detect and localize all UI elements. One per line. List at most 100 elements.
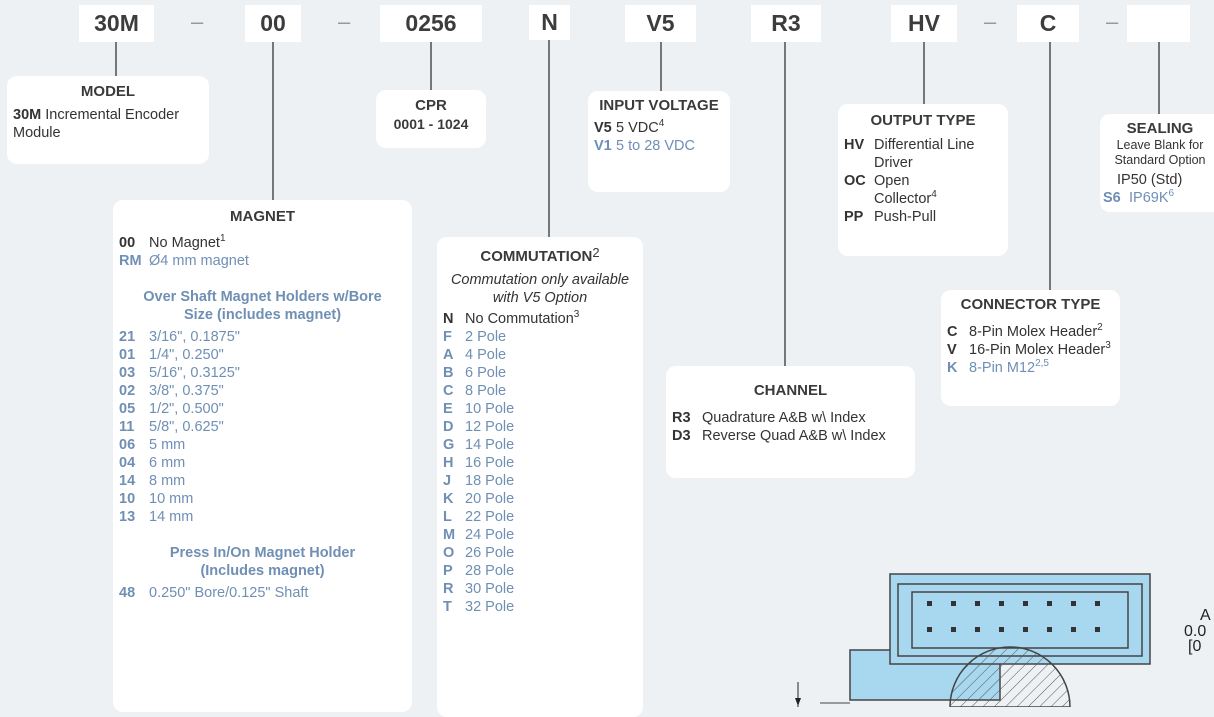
model-box: MODEL 30M Incremental Encoder Module (7, 76, 209, 164)
option-label: 1/2", 0.500" (149, 401, 224, 417)
option-code: 01 (119, 347, 136, 363)
option-label: No Magnet1 (149, 233, 226, 252)
option-label: 8-Pin M122,5 (969, 358, 1049, 377)
drawing-label: 0.0 (1184, 623, 1206, 640)
option-code: T (443, 599, 452, 615)
option-label: Push-Pull (874, 209, 937, 225)
model-code: 30M (13, 107, 42, 123)
option-label: 14 mm (149, 509, 194, 525)
option-label: 22 Pole (465, 509, 515, 525)
option-label: 16 Pole (465, 455, 515, 471)
option-code: C (947, 324, 958, 340)
option-label: 16-Pin Molex Header3 (969, 340, 1111, 359)
option-label: 6 Pole (465, 365, 507, 381)
option-code: 13 (119, 509, 136, 525)
sealing-note: Leave Blank for Standard Option (1114, 138, 1206, 167)
drawing-label: [0 (1188, 638, 1201, 655)
option-label: 0.250" Bore/0.125" Shaft (149, 585, 309, 601)
option-label: Reverse Quad A&B w\ Index (702, 428, 886, 444)
option-code: R3 (672, 410, 691, 426)
code-output-type: HV (891, 5, 957, 42)
option-label: 1/4", 0.250" (149, 347, 224, 363)
pole-option: E 10 Pole (443, 400, 637, 418)
connector-line (548, 40, 550, 240)
code-magnet: 00 (245, 5, 301, 42)
option-code: L (443, 509, 452, 525)
code-channel: R3 (751, 5, 821, 42)
output-type-option: PP Push-Pull (844, 208, 1002, 226)
option-label: 24 Pole (465, 527, 515, 543)
option-code: O (443, 545, 455, 561)
connector-line (430, 42, 432, 92)
option-code: N (443, 311, 454, 327)
option-code: 02 (119, 383, 136, 399)
option-code: H (443, 455, 454, 471)
magnet-option: RM Ø4 mm magnet (119, 252, 406, 270)
option-code: K (443, 491, 454, 507)
option-label: 5 to 28 VDC (616, 138, 695, 154)
connector-line (272, 42, 274, 202)
separator-dash: – (1106, 9, 1119, 34)
option-label: 3/16", 0.1875" (149, 329, 240, 345)
option-label: 5 mm (149, 437, 186, 453)
connector-option: C 8-Pin Molex Header2 (947, 323, 1114, 341)
option-code: 04 (119, 455, 136, 471)
option-label: 28 Pole (465, 563, 515, 579)
option-label: 8-Pin Molex Header2 (969, 322, 1103, 341)
drawing-label: A (1200, 607, 1211, 624)
option-label: 32 Pole (465, 599, 515, 615)
sealing-std: IP50 (Std) (1117, 172, 1183, 188)
option-code: A (443, 347, 454, 363)
input-voltage-option: V5 5 VDC4 (594, 119, 724, 137)
option-label: 8 mm (149, 473, 186, 489)
pin-array (927, 601, 1100, 632)
cpr-title: CPR (415, 97, 447, 114)
connector-line (1049, 42, 1051, 292)
connector-line (923, 42, 925, 104)
separator-dash: – (984, 9, 997, 34)
option-code: S6 (1103, 190, 1121, 206)
pole-option: R 30 Pole (443, 580, 637, 598)
option-code: R (443, 581, 454, 597)
option-code: K (947, 360, 958, 376)
arrow-icon (795, 698, 801, 706)
channel-option: R3 Quadrature A&B w\ Index (672, 409, 909, 427)
option-code: 21 (119, 329, 136, 345)
option-label: No Commutation3 (465, 309, 580, 328)
over-shaft-option: 01 1/4", 0.250" (119, 346, 406, 364)
pole-option: T 32 Pole (443, 598, 637, 616)
option-code: 06 (119, 437, 136, 453)
option-label: 30 Pole (465, 581, 515, 597)
option-label: Differential Line Driver (874, 137, 975, 171)
magnet-option: 00 No Magnet1 (119, 234, 406, 252)
option-code: J (443, 473, 452, 489)
pole-option: H 16 Pole (443, 454, 637, 472)
connector-type-title: CONNECTOR TYPE (960, 296, 1101, 313)
model-description: Incremental Encoder Module (13, 107, 180, 141)
input-voltage-title: INPUT VOLTAGE (599, 97, 719, 114)
option-label: 10 Pole (465, 401, 515, 417)
over-shaft-option: 04 6 mm (119, 454, 406, 472)
connector-line (784, 42, 786, 367)
option-label: 12 Pole (465, 419, 515, 435)
input-voltage-option: V1 5 to 28 VDC (594, 137, 724, 155)
option-code: E (443, 401, 453, 417)
code-connector: C (1017, 5, 1079, 42)
channel-box: CHANNEL R3 Quadrature A&B w\ Index D3 Re… (666, 366, 915, 478)
option-code: P (443, 563, 453, 579)
connector-drawing: A 0.0 [0 (795, 573, 1211, 707)
option-label: 6 mm (149, 455, 186, 471)
